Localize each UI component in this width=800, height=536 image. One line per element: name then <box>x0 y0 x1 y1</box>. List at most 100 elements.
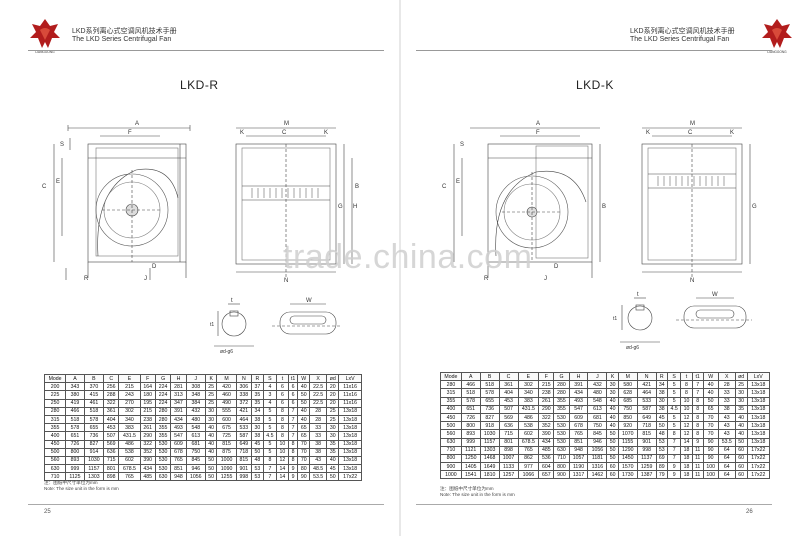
table-cell: 50 <box>734 437 748 447</box>
table-cell: 560 <box>43 455 67 466</box>
dim-label-b: B <box>602 204 606 210</box>
table-cell: 649 <box>235 439 253 449</box>
table-cell: 8 <box>691 429 704 439</box>
table-cell: 862 <box>517 453 540 464</box>
table-cell: 70 <box>702 429 719 439</box>
table-cell: 999 <box>460 437 481 447</box>
table-cell: 434 <box>170 414 187 425</box>
table-cell: 536 <box>538 453 555 464</box>
table-cell: 8 <box>287 447 299 457</box>
table-cell: 280 <box>440 380 462 390</box>
table-cell: 5 <box>262 414 278 425</box>
table-cell: 53 <box>251 472 264 482</box>
table-cell: 290 <box>139 431 156 441</box>
table-cell: 604 <box>538 462 555 472</box>
dim-label-r: R <box>484 276 489 282</box>
table-cell: 8 <box>276 414 289 425</box>
table-cell: 372 <box>235 398 253 408</box>
table-cell: 195 <box>139 398 156 408</box>
dim-label-s: S <box>60 142 64 148</box>
table-cell: 18 <box>680 462 693 472</box>
table-cell: 50 <box>204 455 218 466</box>
table-cell: 25 <box>204 398 218 408</box>
table-cell: 280 <box>154 406 172 416</box>
table-cell: 500 <box>440 421 462 431</box>
table-cell: 450 <box>43 439 67 449</box>
page-left: LIANGGONG LKD系列离心式空调风机技术手册 The LKD Serie… <box>28 19 384 515</box>
table-cell: 1181 <box>587 453 608 464</box>
table-cell: 507 <box>102 431 120 441</box>
table-cell: 800 <box>460 421 481 431</box>
table-cell: 1137 <box>636 453 657 464</box>
table-header-cell: G <box>154 373 172 384</box>
table-cell: 609 <box>170 439 187 449</box>
table-cell: 8 <box>691 421 704 431</box>
table-cell: 486 <box>118 439 141 449</box>
table-cell: 587 <box>636 404 657 414</box>
table-cell: 845 <box>185 455 206 466</box>
table-cell: 383 <box>118 423 141 433</box>
table-cell: 11 <box>691 470 704 480</box>
table-cell: 11 <box>691 462 704 472</box>
table-header-cell: Mode <box>43 373 67 384</box>
table-header-cell: t1 <box>691 371 704 382</box>
table-cell: 999 <box>65 464 85 474</box>
table-cell: 1405 <box>460 462 481 472</box>
table-cell: 65 <box>297 431 310 441</box>
dim-label-j: J <box>144 276 147 282</box>
table-cell: 765 <box>170 455 187 466</box>
table-cell: 7 <box>691 380 704 390</box>
table-header-cell: M <box>617 371 638 382</box>
table-cell: 431.5 <box>118 431 141 441</box>
table-header-cell: A <box>65 373 85 384</box>
table-cell: 18 <box>680 453 693 464</box>
table-cell: 38 <box>308 447 328 457</box>
table-cell: 1387 <box>636 470 657 480</box>
table-cell: 875 <box>216 447 237 457</box>
table-cell: 11 <box>691 445 704 455</box>
table-cell: 70 <box>297 447 310 457</box>
table-cell: 12 <box>680 421 693 431</box>
shaft-label-w: W <box>306 298 312 304</box>
table-cell: 38 <box>251 414 264 425</box>
table-cell: 8 <box>666 429 682 439</box>
table-cell: 4 <box>262 382 278 392</box>
table-cell: 280 <box>43 406 67 416</box>
table-cell: 40 <box>734 421 748 431</box>
table-cell: 302 <box>517 380 540 390</box>
table-cell: 35 <box>734 404 748 414</box>
header-title-en: The LKD Series Centrifugal Fan <box>630 36 730 43</box>
table-header-cell: K <box>606 371 619 382</box>
table-cell: 70 <box>297 455 310 466</box>
table-header-cell: C <box>102 373 120 384</box>
drawing-shaft-detail-lkd-r: t t1 ød-g6 W <box>210 298 340 355</box>
table-cell: 750 <box>185 447 206 457</box>
table-cell: 685 <box>617 396 638 406</box>
table-cell: 450 <box>440 412 462 423</box>
table-cell: 17x22 <box>746 453 771 464</box>
table-cell: 555 <box>216 406 237 416</box>
table-cell: 355 <box>553 396 570 406</box>
table-cell: 480 <box>185 414 206 425</box>
table-cell: 434 <box>568 388 589 398</box>
table-cell: 48.5 <box>308 464 328 474</box>
table-cell: 33 <box>717 388 736 398</box>
table-cell: 765 <box>517 445 540 455</box>
table-cell: 13x18 <box>746 421 771 431</box>
table-cell: 164 <box>139 382 156 392</box>
dim-label-m: M <box>690 121 695 127</box>
table-cell: 850 <box>617 412 638 423</box>
dim-label-a: A <box>536 121 540 127</box>
table-cell: 1730 <box>617 470 638 480</box>
table-cell: 65 <box>297 423 310 433</box>
table-cell: 715 <box>102 455 120 466</box>
dim-label-k2: K <box>730 130 734 136</box>
shaft-label-t1: t1 <box>210 322 214 328</box>
table-cell: 355 <box>440 396 462 406</box>
table-cell: 200 <box>43 382 67 392</box>
table-cell: 1056 <box>185 472 206 482</box>
table-cell: 493 <box>568 396 589 406</box>
